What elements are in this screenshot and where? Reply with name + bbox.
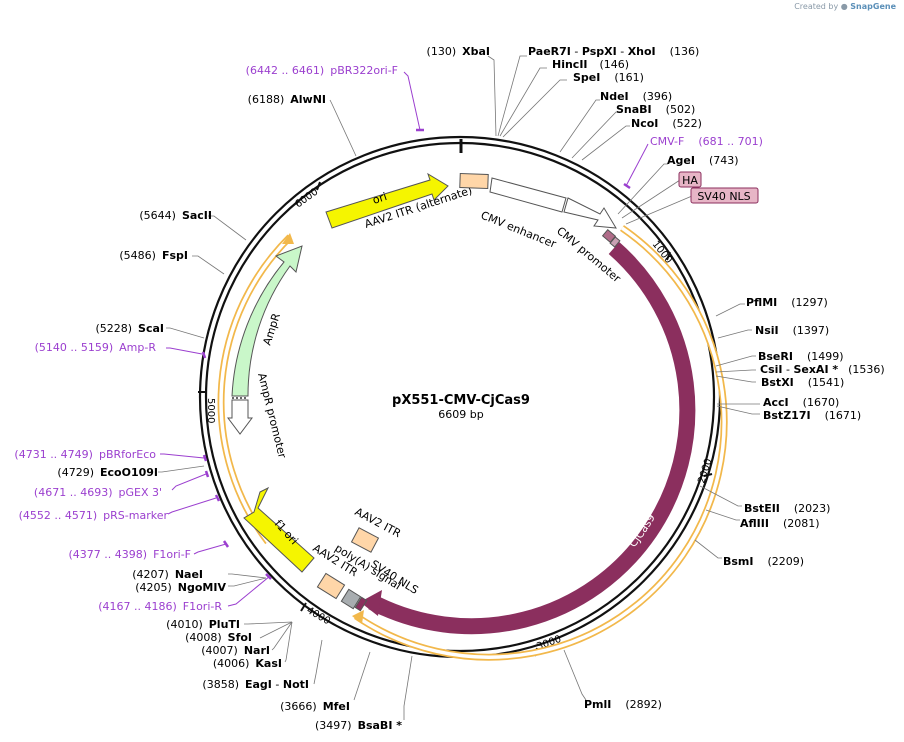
site-hincii: HincII(146) (552, 58, 629, 71)
primer-prs-marker: (4552 .. 4571)pRS-marker (19, 509, 169, 522)
primer-leader-lines (160, 71, 649, 607)
credit-brand: SnapGene (850, 2, 896, 11)
site-pflmi: PflMI(1297) (746, 296, 828, 309)
cmv-enhancer-arrow (489, 177, 567, 213)
site-bstxi: BstXI(1541) (761, 376, 844, 389)
site-sacii: (5644)SacII (139, 209, 212, 222)
credit-prefix: Created by (794, 2, 839, 11)
site-xbai: (130)XbaI (427, 45, 490, 58)
sv40-nls-lower-box (354, 596, 368, 612)
site-eagi-noti: (3858)EagI - NotI (202, 678, 309, 691)
site-sfoi: (4008)SfoI (185, 631, 252, 644)
aav2-itr-alt-box (459, 172, 489, 190)
sv40-nls-tag-box (690, 187, 759, 204)
site-ndei: NdeI(396) (600, 90, 672, 103)
site-nari: (4007)NarI (201, 644, 270, 657)
site-ncoi: NcoI(522) (631, 117, 702, 130)
site-snabi: SnaBI(502) (616, 103, 695, 116)
ampr-arrow (231, 245, 303, 397)
primer-f1ori-r: (4167 .. 4186)F1ori-R (98, 600, 222, 613)
aav2-itr-upper-box (350, 527, 380, 553)
site-bstz17i: BstZ17I(1671) (763, 409, 861, 422)
plasmid-name: pX551-CMV-CjCas9 (392, 393, 530, 408)
cjcas9-arrowhead (360, 590, 382, 616)
tick-label-5000: 5000 (205, 398, 216, 423)
site-kasi: (4006)KasI (213, 657, 282, 670)
plasmid-length: 6609 bp (438, 408, 483, 421)
tick-label-6000: 6000 (293, 187, 320, 211)
ha-tag-label: HA (682, 174, 698, 187)
site-naei: (4207)NaeI (132, 568, 203, 581)
tick-label-2000: 2000 (696, 457, 714, 485)
site-bsteii: BstEII(2023) (744, 502, 830, 515)
ha-leader (621, 179, 681, 219)
site-mfei: (3666)MfeI (280, 700, 350, 713)
feature-label-ampr-promoter: AmpR promoter (255, 372, 289, 460)
primer-pgex-3: (4671 .. 4693)pGEX 3' (34, 486, 162, 499)
feature-label-ampr: AmpR (260, 311, 283, 347)
site-ngomiv: (4205)NgoMIV (135, 581, 226, 594)
site-bsabi: (3497)BsaBI * (315, 719, 402, 732)
ha-tag-box (678, 171, 702, 188)
cjcas9-arrow (368, 241, 696, 635)
ampr-promoter-arrow (227, 399, 253, 435)
site-csii-sexai: CsiI - SexAI *(1536) (760, 363, 885, 376)
snapgene-credit: Created by ● SnapGene (794, 2, 896, 11)
scale-ticks (198, 181, 713, 657)
cjcas9-halo-arrowhead (352, 610, 364, 624)
cmv-promoter-arrow (563, 197, 617, 229)
site-alwni: (6188)AlwNI (248, 93, 326, 106)
site-acci: AccI(1670) (763, 396, 839, 409)
site-agei: AgeI(743) (667, 154, 739, 167)
snapgene-logo-icon: ● (840, 2, 848, 11)
site-paer7i-pspxi-xhoi: PaeR7I - PspXI - XhoI(136) (528, 45, 699, 58)
site-fspi: (5486)FspI (119, 249, 188, 262)
feature-label-ori: ori (371, 190, 389, 207)
site-scai: (5228)ScaI (95, 322, 164, 335)
cjcas9-orf-halo-core (355, 226, 726, 659)
site-spei: SpeI(161) (573, 71, 644, 84)
primer-marks (201, 128, 631, 580)
site-ecoo109i: (4729)EcoO109I (57, 466, 158, 479)
polya-signal-box (340, 588, 362, 610)
feature-label-cmv-enhancer: CMV enhancer (479, 209, 558, 251)
primer-pbrforeco: (4731 .. 4749)pBRforEco (14, 448, 156, 461)
site-pluti: (4010)PluTI (166, 618, 240, 631)
aav2-itr-lower-box (316, 572, 346, 600)
sv40-nls-tag-label: SV40 NLS (697, 190, 750, 203)
primer-f1ori-f: (4377 .. 4398)F1ori-F (69, 548, 192, 561)
ampr-orf-halo-core (219, 235, 292, 544)
site-nsii: NsiI(1397) (755, 324, 829, 337)
sv40-nls-tag-segment (609, 236, 621, 248)
ori-arrow (325, 172, 449, 229)
f1-ori-arrow (243, 486, 315, 573)
primer-pbr322ori-f: (6442 .. 6461)pBR322ori-F (246, 64, 398, 77)
primer-cmv-f: CMV-F(681 .. 701) (650, 135, 763, 148)
site-bseri: BseRI(1499) (758, 350, 844, 363)
site-pmli: PmlI(2892) (584, 698, 662, 711)
sv40-nls-leader (625, 195, 693, 225)
ampr-halo-arrowhead (282, 233, 294, 244)
site-afliii: AflIII(2081) (740, 517, 820, 530)
site-leader-lines (158, 55, 760, 720)
primer-amp-r: (5140 .. 5159)Amp-R (35, 341, 157, 354)
site-bsmi: BsmI(2209) (723, 555, 804, 568)
